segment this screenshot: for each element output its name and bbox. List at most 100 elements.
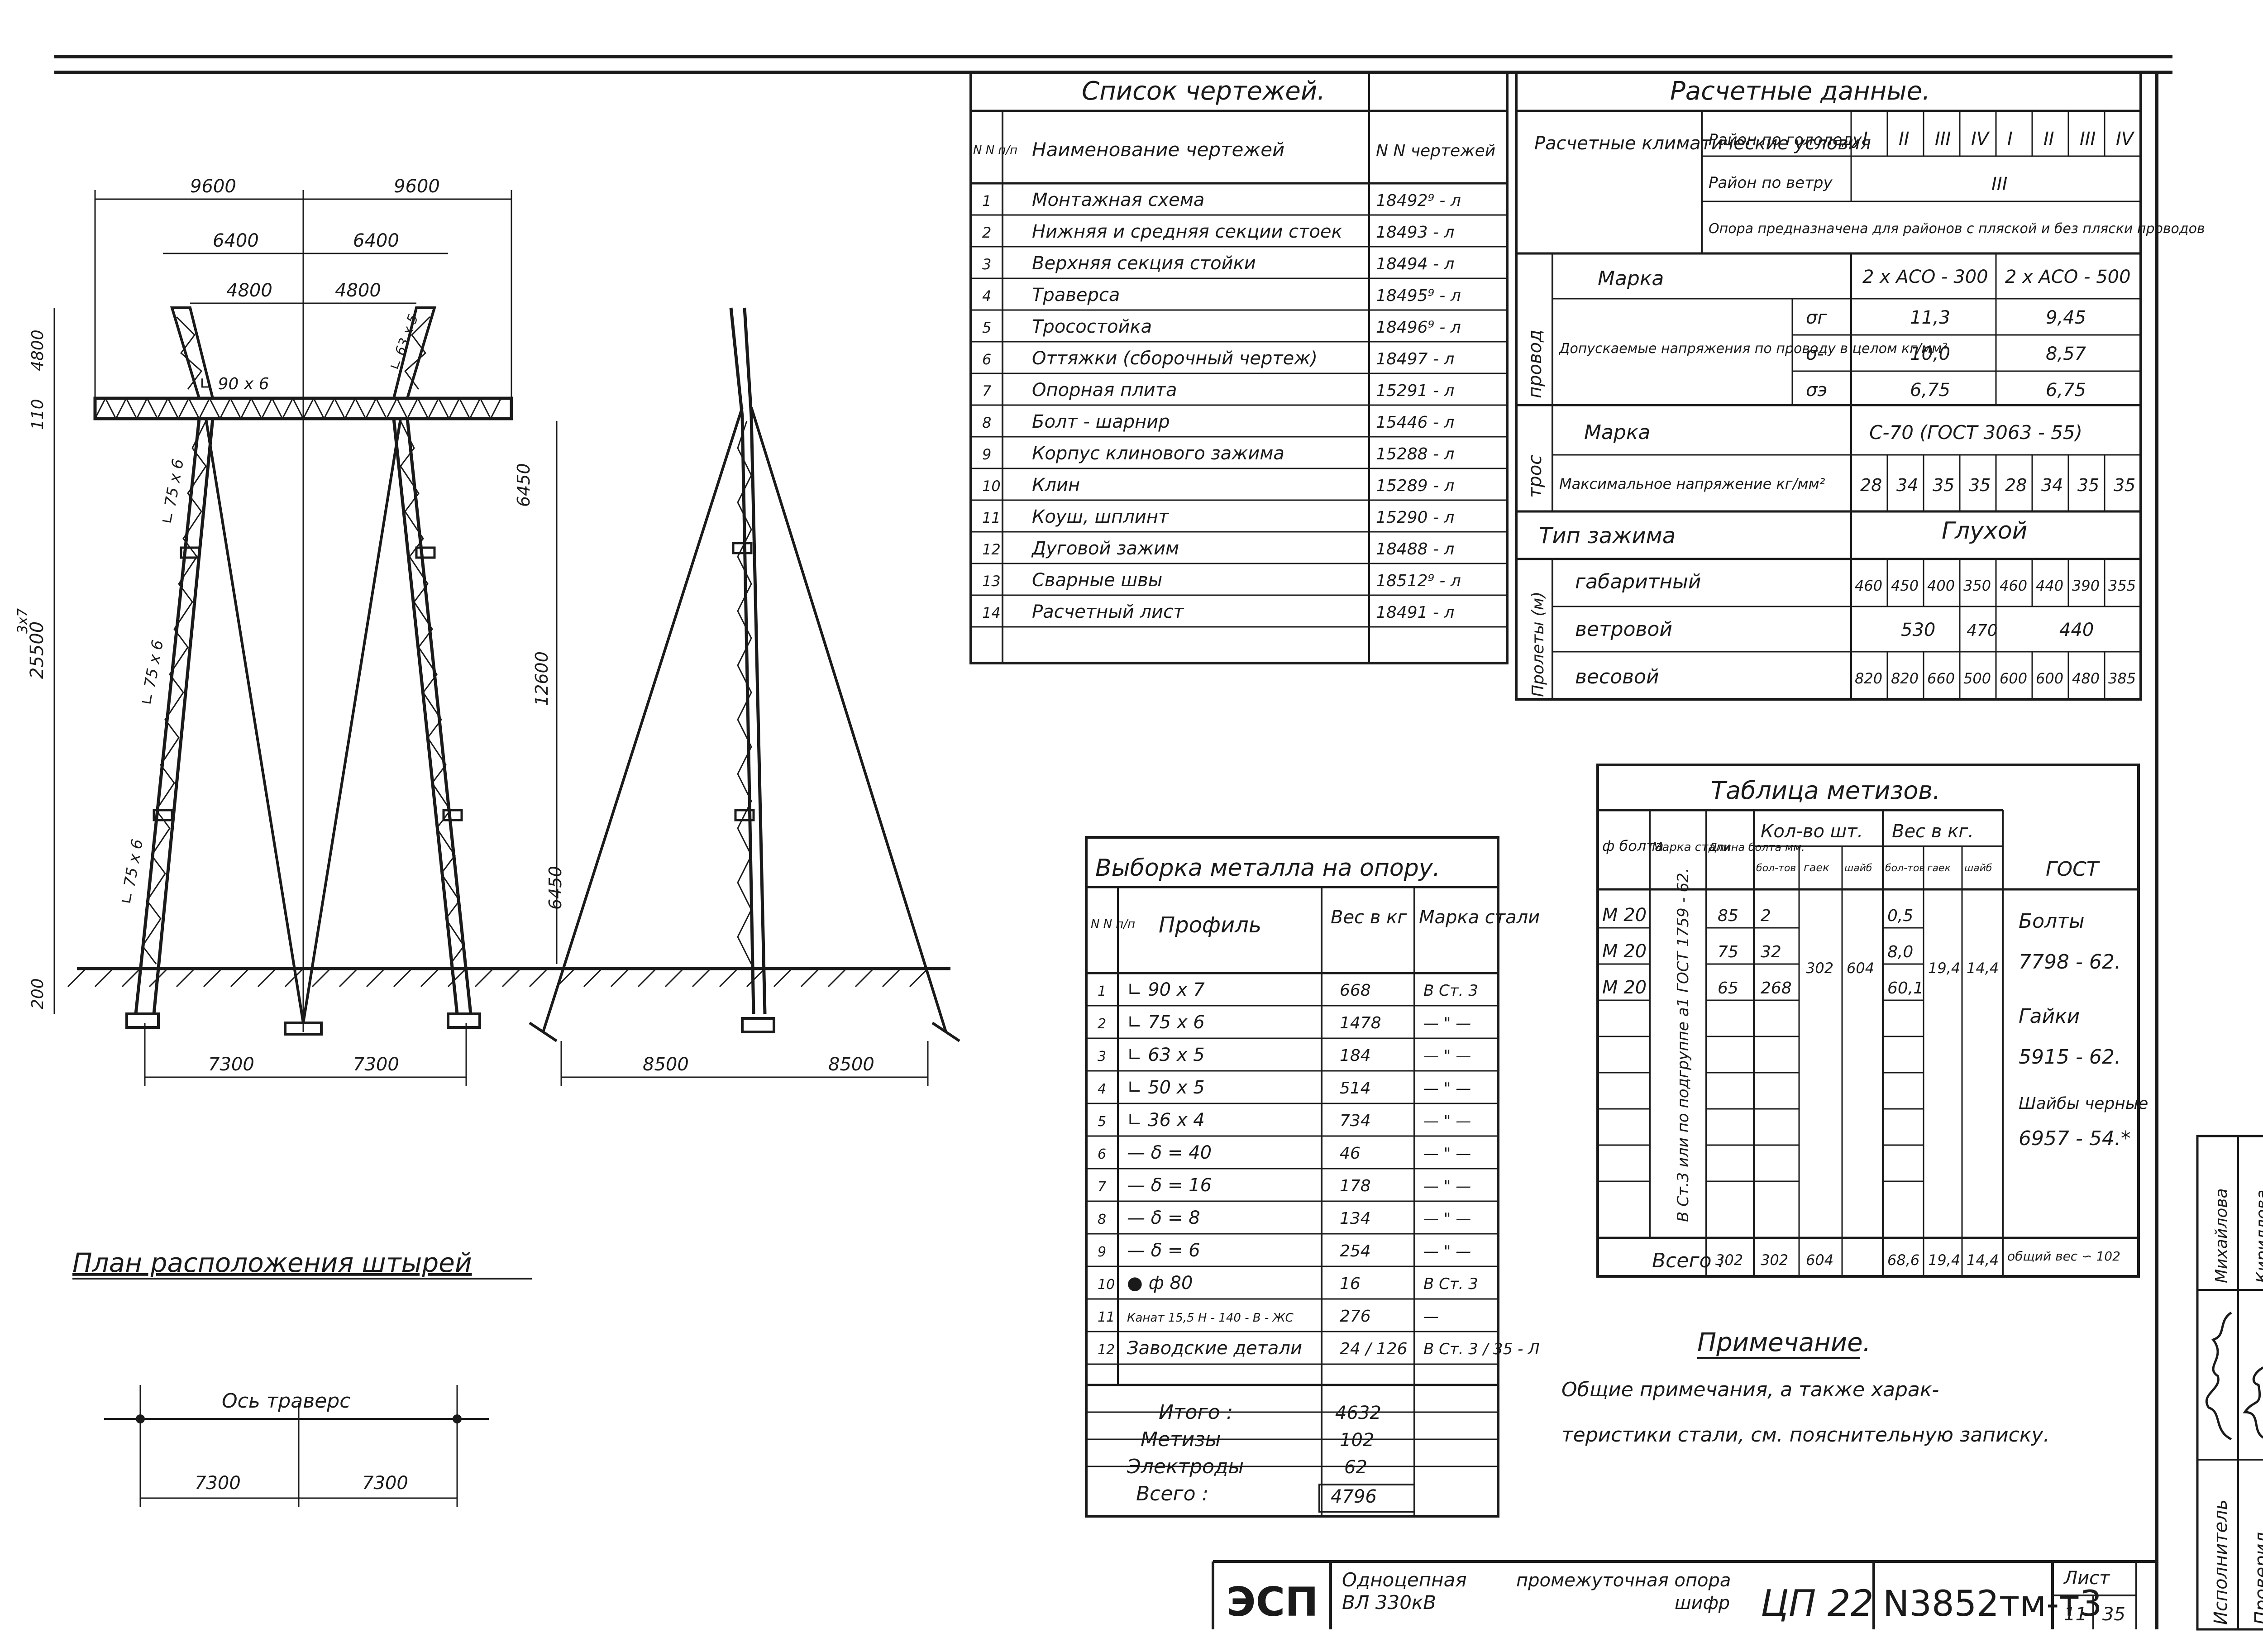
dimension-lines xyxy=(53,190,929,1086)
dim-top-4: 6400 xyxy=(353,230,399,251)
subtotal-label: Итого : xyxy=(1159,1401,1233,1424)
note-line-2: теристики стали, см. пояснительную запис… xyxy=(1561,1423,2049,1447)
dim-left-1: 4800 xyxy=(29,329,47,371)
metal-row-num: 8 xyxy=(1098,1212,1106,1227)
metal-row-profile: Канат 15,5 Н - 140 - В - ЖС xyxy=(1127,1311,1294,1325)
hw-gost-line: Шайбы черные xyxy=(2019,1094,2148,1113)
hw-col-count: Кол-во шт. xyxy=(1761,821,1863,842)
drawing-row-num: 14 xyxy=(982,604,1001,621)
drawing-row-num: 4 xyxy=(982,287,991,305)
gab-span-value: 460 xyxy=(1855,577,1882,594)
drawing-row-code: 18495⁹ - л xyxy=(1376,286,1461,305)
hw-row-bolts: 32 xyxy=(1761,943,1781,961)
spans-label: Пролеты (м) xyxy=(1529,592,1547,697)
metal-row-profile: ∟ 36 х 4 xyxy=(1127,1110,1205,1131)
gab-span-value: 355 xyxy=(2108,577,2136,594)
col-num-header: N N п/п xyxy=(973,143,1017,157)
title-number: N3852тм-т3 xyxy=(1883,1584,2102,1624)
drawing-row-code: 18494 - л xyxy=(1376,255,1454,273)
stress-symbol: σг xyxy=(1806,307,1827,328)
wire-mark-1: 2 х АСО - 300 xyxy=(1862,267,1988,287)
wire-mark-label: Марка xyxy=(1598,267,1664,290)
hw-gost-line: Болты xyxy=(2019,910,2085,933)
electrodes-label: Электроды xyxy=(1127,1455,1244,1478)
metal-total-value: 4796 xyxy=(1331,1486,1377,1507)
metal-row-profile: — δ = 6 xyxy=(1127,1240,1200,1261)
metal-row-num: 6 xyxy=(1098,1146,1106,1162)
drawing-row-code: 15446 - л xyxy=(1376,413,1454,432)
metal-row-weight: 46 xyxy=(1340,1144,1361,1163)
drawing-row-name: Коуш, шплинт xyxy=(1032,506,1170,527)
drawing-row-name: Оттяжки (сборочный чертеж) xyxy=(1032,348,1318,369)
wind-span-label: ветровой xyxy=(1575,618,1672,641)
drawing-row-name: Дуговой зажим xyxy=(1031,538,1179,559)
hardware-title: Таблица метизов. xyxy=(1711,776,1940,805)
hardware-label: Метизы xyxy=(1141,1428,1221,1451)
wind-region-value: III xyxy=(1991,174,2007,195)
hw-total-weight: общий вес ∽ 102 xyxy=(2007,1249,2120,1264)
hw-col-washers-w: шайб xyxy=(1964,863,1992,874)
plan-of-pins: План расположения штырей Ось траверс 730… xyxy=(72,1247,532,1507)
metal-row-num: 1 xyxy=(1098,984,1106,999)
ice-region-value: III xyxy=(2080,129,2096,149)
metal-row-num: 5 xyxy=(1098,1114,1106,1130)
side-view-mast xyxy=(529,307,960,1042)
metal-row-profile: ● ф 80 xyxy=(1127,1273,1193,1294)
hw-gost-line: 6957 - 54.* xyxy=(2019,1127,2131,1150)
hw-row-bolts: 2 xyxy=(1761,907,1771,925)
metal-row-num: 9 xyxy=(1098,1244,1106,1260)
weight-span-value: 385 xyxy=(2108,670,2136,687)
hw-row-len: 65 xyxy=(1718,979,1738,998)
drawing-row-code: 15289 - л xyxy=(1376,477,1454,495)
drawing-row-code: 15290 - л xyxy=(1376,508,1454,527)
stress-value-a: 11,3 xyxy=(1910,307,1950,328)
hw-gost-line: 7798 - 62. xyxy=(2019,950,2121,974)
angle-label-3: ∟ 75 х 6 xyxy=(158,458,187,526)
drawing-row-code: 15288 - л xyxy=(1376,445,1454,463)
metal-row-mark: — " — xyxy=(1423,1079,1471,1098)
hw-col-bolts-w: бол-тов xyxy=(1885,863,1925,874)
dim-bottom-1: 7300 xyxy=(208,1054,254,1075)
metal-row-mark: — " — xyxy=(1423,1112,1471,1130)
hw-col-mark: Марка стали xyxy=(1652,840,1731,854)
sheets-total: 35 xyxy=(2102,1604,2125,1625)
metal-row-weight: 1478 xyxy=(1340,1014,1381,1032)
drawing-row-num: 1 xyxy=(982,192,991,210)
weight-span-value: 600 xyxy=(2036,670,2063,687)
weight-span-value: 820 xyxy=(1891,670,1919,687)
hw-washers-weight: 14,4 xyxy=(1967,960,1999,977)
hw-total-label: Всего : xyxy=(1652,1249,1724,1272)
plan-dim-1: 7300 xyxy=(195,1473,241,1494)
plan-dim-2: 7300 xyxy=(362,1473,408,1494)
drawing-row-name: Нижняя и средняя секции стоек xyxy=(1032,221,1342,242)
drawing-row-code: 18492⁹ - л xyxy=(1376,191,1461,210)
drawing-row-num: 2 xyxy=(982,224,991,241)
hw-row-dia: М 20 xyxy=(1602,941,1647,962)
climate-label: Расчетные климатические условия xyxy=(1534,133,1871,154)
hw-col-dia: ф болта xyxy=(1602,837,1664,855)
wind-span-value: 440 xyxy=(2059,620,2094,640)
drawing-row-num: 8 xyxy=(982,414,991,431)
title-block: ЭСП Одноцепная ВЛ 330кВ промежуточная оп… xyxy=(1212,1560,2157,1629)
gab-span-value: 440 xyxy=(2036,577,2063,594)
hw-row-dia: М 20 xyxy=(1602,905,1647,926)
max-stress-value: 35 xyxy=(2077,475,2099,495)
drawing-row-code: 18497 - л xyxy=(1376,350,1454,368)
metal-row-weight: 16 xyxy=(1340,1275,1361,1293)
weight-span-value: 500 xyxy=(1963,670,1991,687)
metal-row-weight: 276 xyxy=(1340,1307,1371,1326)
metal-row-weight: 24 / 126 xyxy=(1340,1340,1408,1358)
metal-row-num: 4 xyxy=(1098,1081,1106,1097)
metal-row-profile: ∟ 50 х 5 xyxy=(1127,1077,1205,1098)
name-executor: Михайлова xyxy=(2212,1188,2231,1283)
metal-row-profile: Заводские детали xyxy=(1127,1338,1302,1359)
calc-data-table: Расчетные данные. Расчетные климатически… xyxy=(1515,71,2205,701)
ice-region-value: II xyxy=(2043,129,2054,149)
max-stress-value: 28 xyxy=(1860,475,1882,495)
wind-region-label: Район по ветру xyxy=(1709,174,1833,192)
sheet-label: Лист xyxy=(2063,1568,2110,1589)
gab-span-value: 350 xyxy=(1963,577,1991,594)
gab-span-value: 400 xyxy=(1927,577,1955,594)
metal-row-weight: 668 xyxy=(1340,981,1371,1000)
